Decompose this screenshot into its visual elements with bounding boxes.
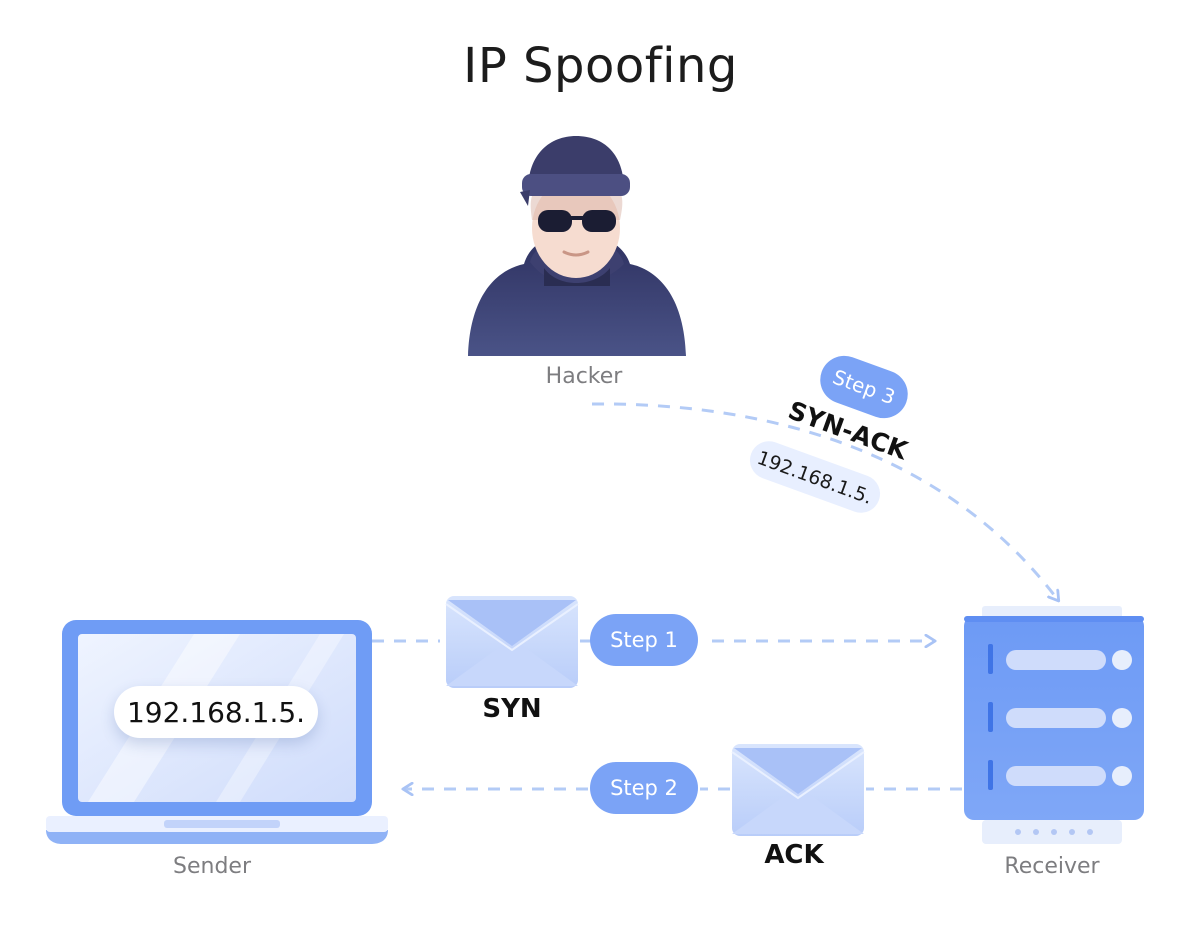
ack-label: ACK: [764, 840, 824, 870]
step2-badge: Step 2: [590, 762, 698, 814]
envelope-icon: [731, 744, 865, 836]
receiver-label: Receiver: [1004, 854, 1100, 879]
server-icon: [964, 606, 1144, 844]
sender-ip-chip: 192.168.1.5.: [114, 686, 318, 738]
step1-badge: Step 1: [590, 614, 698, 666]
hacker-icon: [468, 136, 686, 356]
syn-label: SYN: [482, 694, 542, 724]
sender-label: Sender: [173, 854, 251, 879]
step3-badge: Step 3: [820, 355, 908, 419]
diagram-title: IP Spoofing: [463, 38, 738, 94]
envelope-icon: [445, 596, 579, 688]
hacker-label: Hacker: [545, 364, 623, 389]
